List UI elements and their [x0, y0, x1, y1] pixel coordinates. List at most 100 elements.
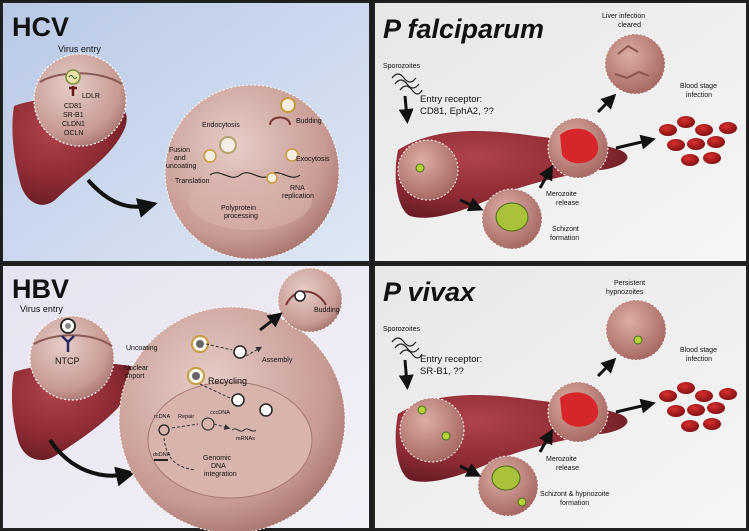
- pv-persistent-arrow: [596, 357, 617, 378]
- pf-red-blood-cells-icon: [659, 116, 737, 166]
- hcv-fusion-vesicle-icon: [203, 149, 217, 163]
- hcv-virion-icon: [65, 69, 81, 85]
- pf-sporozoites-icon: [391, 73, 423, 95]
- pv-persistent-label-1: Persistent: [614, 280, 645, 287]
- pf-schizont-icon: [495, 202, 529, 232]
- hbv-budding-label: Budding: [314, 307, 340, 314]
- pf-merozoite-label-1: Merozoite: [546, 191, 577, 198]
- hbv-mrnas-label: mRNAs: [236, 436, 255, 442]
- pf-infected-cell-icon: [415, 163, 425, 173]
- hbv-nuclear-import-label-2: import: [125, 373, 145, 380]
- pv-schizont-label-1: Schizont & hypnozoite: [540, 491, 609, 498]
- ntcp-receptor-icon: [61, 335, 75, 352]
- hcv-receptor-cldn1: CLDN1: [62, 121, 85, 128]
- hcv-rna-replication-label-1: RNA: [290, 185, 305, 192]
- hbv-entry-arrow: [48, 438, 136, 487]
- hcv-fusion-label-2: and: [174, 155, 186, 162]
- panel-p-vivax: P vivax Sporozoites Entry receptor: SR-B…: [373, 264, 748, 530]
- pv-persistent-hypnozoite-icon: [633, 335, 643, 345]
- pv-red-blood-cells-icon: [659, 382, 737, 432]
- pf-sporozoites-label: Sporozoites: [383, 63, 420, 70]
- pf-sporozoite-arrow: [398, 95, 414, 124]
- hbv-repair-label: Repair: [178, 414, 194, 420]
- pf-liver-cleared-label-2: cleared: [618, 22, 641, 29]
- hbv-budding-arrow: [259, 312, 283, 332]
- pv-release-arrow: [538, 428, 553, 453]
- hcv-fusion-label-3: uncoating: [166, 163, 196, 170]
- pv-merozoite-label-1: Merozoite: [546, 456, 577, 463]
- pf-merozoite-label-2: release: [556, 200, 579, 207]
- hcv-replication-complex-icon: [266, 172, 278, 184]
- pv-sporozoite-arrow: [398, 359, 414, 390]
- hcv-receptor-ocln: OCLN: [64, 130, 83, 137]
- hcv-exocytosis-label: Exocytosis: [296, 156, 330, 163]
- pf-release-arrow: [538, 164, 553, 189]
- hcv-endocytosis-vesicle-icon: [219, 136, 237, 154]
- hcv-translation-label: Translation: [175, 178, 209, 185]
- hbv-assembly-label: Assembly: [262, 357, 293, 364]
- hbv-genomic-label-3: integration: [204, 471, 237, 478]
- pv-entry-receptor-label-1: Entry receptor:: [420, 354, 482, 365]
- hcv-fusion-label-1: Fusion: [169, 147, 190, 154]
- hcv-polyprotein-label-2: processing: [224, 213, 258, 220]
- panel-hcv: HCV Virus entry LDLR CD81 SR-B1 CLDN1 OC…: [1, 1, 371, 263]
- pf-merozoite-burst-icon: [560, 128, 599, 164]
- hbv-recycling-virion-icon: [187, 367, 205, 385]
- hcv-rna-replication-label-2: replication: [282, 193, 314, 200]
- hcv-title: HCV: [12, 12, 69, 42]
- panel-hbv: HBV Virus entry NTCP Budding: [1, 264, 371, 531]
- hbv-virus-entry-label: Virus entry: [20, 304, 63, 314]
- pv-hypnozoite-icon: [517, 497, 527, 507]
- hbv-cccdna-label: cccDNA: [210, 410, 230, 416]
- hbv-budding-circle: [277, 267, 343, 333]
- hbv-nucleus: [147, 381, 313, 499]
- hbv-budding-virion-icon: [294, 290, 306, 302]
- hbv-uncoating-virion-icon: [191, 335, 209, 353]
- pv-persistent-circle: [605, 299, 667, 361]
- hbv-nuclear-import-label-1: Nuclear: [124, 365, 149, 372]
- pv-blood-stage-label-2: infection: [686, 356, 712, 363]
- hcv-polyprotein-label-1: Polyprotein: [221, 205, 256, 212]
- pv-infected-cell-icon-1: [417, 405, 427, 415]
- pv-sporozoites-label: Sporozoites: [383, 326, 420, 333]
- pf-title: P falciparum: [383, 14, 544, 44]
- hbv-genomic-label-1: Genomic: [203, 455, 232, 462]
- pf-schizont-label-2: formation: [550, 235, 579, 242]
- hbv-virion-icon: [60, 318, 76, 334]
- hcv-budding-virion-icon: [280, 97, 296, 113]
- pv-blood-stage-label-1: Blood stage: [680, 347, 717, 354]
- pf-cleared-arrow: [596, 93, 617, 114]
- pf-hepatocyte-circle: [397, 139, 459, 201]
- pf-cleared-circle: [604, 33, 666, 95]
- hbv-title: HBV: [12, 274, 69, 304]
- pf-entry-receptor-label-2: CD81, EphA2, ??: [420, 106, 494, 117]
- hcv-virus-entry-label: Virus entry: [58, 44, 101, 54]
- pv-title: P vivax: [383, 277, 476, 307]
- pv-blood-arrow: [615, 398, 656, 414]
- hbv-dsdna-label: dsDNA: [153, 452, 171, 458]
- hbv-mrna-icon: [231, 428, 257, 432]
- pv-sporozoites-icon: [391, 337, 423, 359]
- pf-liver-cleared-label-1: Liver infection: [602, 13, 645, 20]
- hcv-endocytosis-label: Endocytosis: [202, 122, 240, 129]
- hbv-recycling-label: Recycling: [208, 376, 247, 386]
- pv-merozoite-label-2: release: [556, 465, 579, 472]
- hcv-receptor-label: LDLR: [82, 93, 100, 100]
- pf-blood-stage-label-1: Blood stage: [680, 83, 717, 90]
- pv-schizont-label-2: formation: [560, 500, 589, 507]
- pv-infected-cell-icon-2: [441, 431, 451, 441]
- pf-blood-arrow: [615, 134, 656, 150]
- pf-entry-receptor-label-1: Entry receptor:: [420, 94, 482, 105]
- pv-schizont-icon: [491, 465, 521, 491]
- hcv-receptor-cd81: CD81: [64, 103, 82, 110]
- pv-entry-receptor-label-2: SR-B1, ??: [420, 366, 464, 377]
- pv-merozoite-burst-icon: [560, 392, 599, 427]
- hbv-receptor-label: NTCP: [55, 356, 80, 366]
- ldlr-receptor-icon: [69, 86, 77, 96]
- hcv-exocytosis-virion-icon: [285, 148, 299, 162]
- hbv-assembly-capsid-icon: [231, 345, 273, 417]
- pf-blood-stage-label-2: infection: [686, 92, 712, 99]
- pf-schizont-label-1: Schizont: [552, 226, 579, 233]
- pf-schizont-arrow: [459, 197, 484, 212]
